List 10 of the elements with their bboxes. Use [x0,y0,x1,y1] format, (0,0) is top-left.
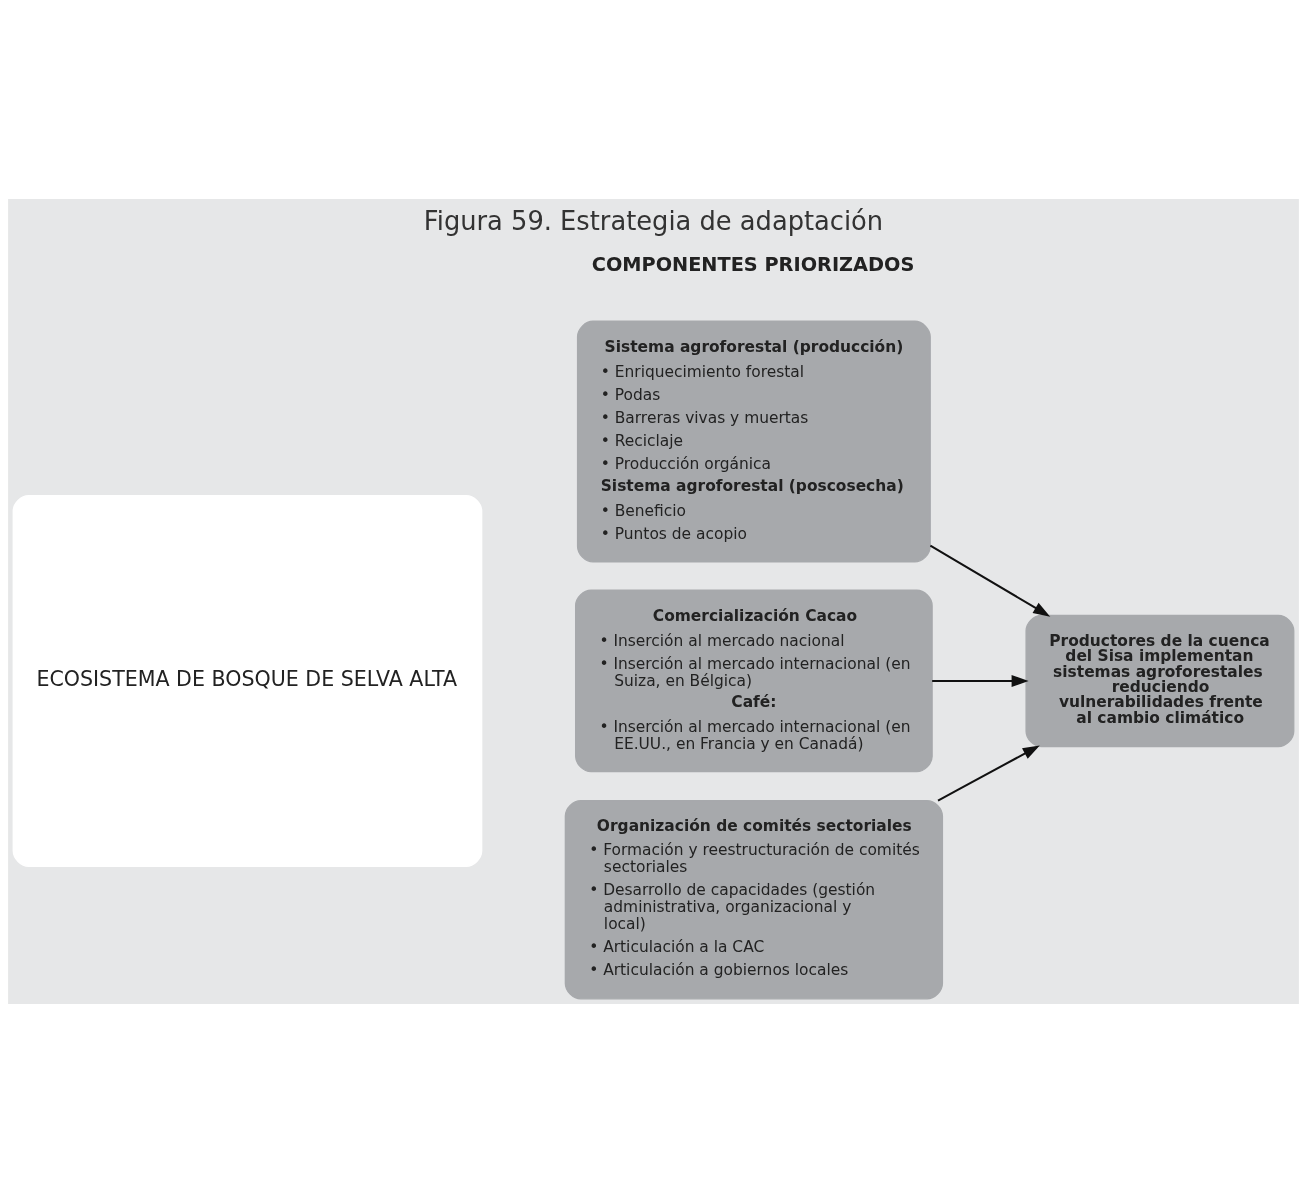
arrow [937,745,1040,802]
node-box: Sistema agroforestal (producción) • Enriquecimiento forestal • Podas • Barreras vivas y muertas • Reciclaje • Producción orgánica Sistema agroforestal (poscosecha) • Beneficio • Puntos de acopio [576,320,931,563]
arrow [929,544,1051,617]
node-box: Productores de la cuenca del Sisa implementan sistemas agroforestales reduciendo vulnerabilidades frente al cambio climático [1025,614,1295,748]
arrow [932,675,1029,687]
node-box: ECOSISTEMA DE BOSQUE DE SELVA ALTA [12,495,483,867]
node-box: Comercialización Cacao • Inserción al mercado nacional • Inserción al mercado internacional (en Suiza, en Bélgica) Café: • Inserción al mercado internacional (en EE.UU., en Francia y en Canadá) [575,589,933,773]
label: COMPONENTES PRIORIZADOS [591,253,915,277]
node-box: Organización de comités sectoriales • Formación y reestructuración de comités sectoriales • Desarrollo de capacidades (gestión administrativa, organizacional y local) • Articulación a la CAC • Articulación a gobiernos locales [564,800,944,1000]
diagram-title: Figura 59. Estrategia de adaptación [423,205,884,236]
